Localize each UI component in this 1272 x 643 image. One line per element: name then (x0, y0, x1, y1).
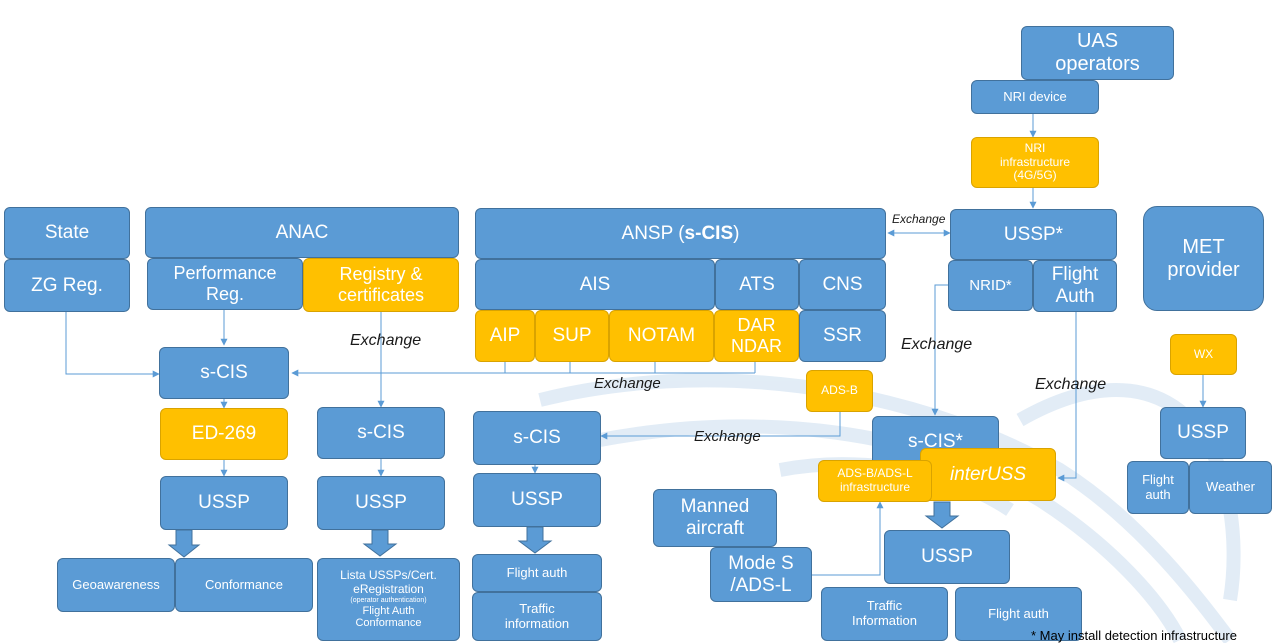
exchange-label-ais: Exchange (594, 375, 661, 392)
flight-auth-box-ansp: Flight auth (472, 554, 602, 592)
geoawareness-box: Geoawareness (57, 558, 175, 612)
scis-box-registry: s-CIS (317, 407, 445, 459)
traffic-information-box-interuss: Traffic Information (821, 587, 948, 641)
nri-infrastructure-box: NRI infrastructure (4G/5G) (971, 137, 1099, 188)
manned-aircraft-box: Manned aircraft (653, 489, 777, 547)
scis-box-ansp: s-CIS (473, 411, 601, 465)
uas-operators-box: UAS operators (1021, 26, 1174, 80)
weather-box: Weather (1189, 461, 1272, 514)
exchange-label-ads-b: Exchange (694, 428, 761, 445)
ads-b-box: ADS-B (806, 370, 873, 412)
met-provider-box: MET provider (1143, 206, 1264, 311)
ussp-box-met: USSP (1160, 407, 1246, 459)
ussp-box-interuss: USSP (884, 530, 1010, 584)
block-arrows (167, 501, 960, 558)
mode-s-ads-l-box: Mode S /ADS-L (710, 547, 812, 602)
ussp-box-registry: USSP (317, 476, 445, 530)
exchange-label-ansp-ussp: Exchange (892, 212, 946, 226)
lista-line-4: Conformance (355, 617, 422, 630)
traffic-information-box-ansp: Traffic information (472, 592, 602, 641)
ussp-box-ansp: USSP (473, 473, 601, 527)
ais-box: AIS (475, 259, 715, 310)
exchange-label-nrid: Exchange (901, 336, 973, 353)
exchange-label-flight-auth: Exchange (1035, 376, 1107, 393)
ads-b-ads-l-infrastructure-box: ADS-B/ADS-L infrastructure (818, 460, 932, 502)
footnote: * May install detection infrastructure (1031, 628, 1237, 643)
dar-ndar-box: DAR NDAR (714, 310, 799, 362)
flight-auth-box-ussp-star: Flight Auth (1033, 260, 1117, 312)
lista-line-1: Lista USSPs/Cert. (340, 568, 437, 583)
state-box: State (4, 207, 130, 259)
ansp-box: ANSP (s-CIS) (475, 208, 886, 259)
aip-box: AIP (475, 310, 535, 362)
notam-box: NOTAM (609, 310, 714, 362)
lista-box: Lista USSPs/Cert. eRegistration (operato… (317, 558, 460, 641)
nrid-star-box: NRID* (948, 260, 1033, 311)
ed269-box: ED-269 (160, 408, 288, 460)
conformance-box: Conformance (175, 558, 313, 612)
ats-box: ATS (715, 259, 799, 310)
registry-certificates-box: Registry & certificates (303, 258, 459, 312)
ansp-label-suffix: ) (733, 222, 740, 244)
zg-reg-box: ZG Reg. (4, 259, 130, 312)
ssr-box: SSR (799, 310, 886, 362)
ussp-star-box: USSP* (950, 209, 1117, 260)
cns-box: CNS (799, 259, 886, 310)
lista-line-2: eRegistration (353, 581, 424, 596)
performance-reg-box: Performance Reg. (147, 258, 303, 310)
lista-line-3: Flight Auth (362, 604, 415, 617)
anac-box: ANAC (145, 207, 459, 258)
flight-auth-box-interuss: Flight auth (955, 587, 1082, 641)
exchange-label-registry: Exchange (350, 332, 422, 349)
wx-box: WX (1170, 334, 1237, 375)
scis-box-anac: s-CIS (159, 347, 289, 399)
interuss-box: interUSS (920, 448, 1056, 501)
ussp-box-anac: USSP (160, 476, 288, 530)
connectors (65, 114, 1207, 576)
ansp-label-bold: s-CIS (684, 222, 734, 244)
flight-auth-box-met: Flight auth (1127, 461, 1189, 514)
sup-box: SUP (535, 310, 609, 362)
lista-small-note: (operator authentication) (350, 596, 427, 604)
ansp-label-prefix: ANSP ( (621, 222, 685, 244)
nri-device-box: NRI device (971, 80, 1099, 114)
